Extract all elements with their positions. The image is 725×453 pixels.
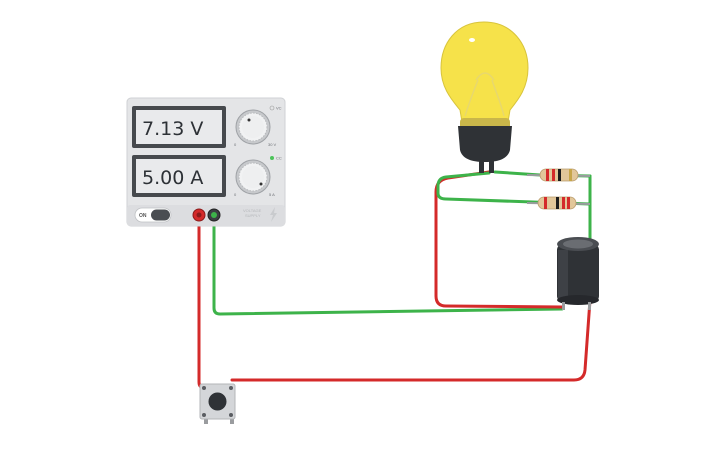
brand-line1: VOLTAGE (243, 208, 262, 213)
cc-indicator-light (270, 156, 274, 160)
vc-indicator-label: VC (276, 106, 282, 111)
power-supply: 7.13 V 5.00 A 0 30 V VC 0 5 A CC ON (126, 97, 286, 227)
resistor-top[interactable] (526, 168, 591, 182)
light-bulb-icon[interactable] (440, 21, 529, 173)
voltage-knob-max: 30 V (268, 142, 277, 147)
voltage-readout: 7.13 V (142, 118, 203, 140)
voltage-knob-min: 0 (234, 142, 237, 147)
wire-red-bulb-loop[interactable] (434, 170, 564, 309)
wire-red-supply-to-button[interactable] (197, 215, 207, 390)
wire-green-supply-to-capacitor[interactable] (212, 215, 564, 316)
current-knob-max: 5 A (269, 192, 275, 197)
wire-red-button-to-capacitor[interactable] (230, 298, 592, 382)
lightning-icon (270, 207, 277, 222)
vc-indicator-light (269, 105, 275, 111)
cc-indicator-label: CC (276, 156, 282, 161)
pushbutton-icon[interactable] (199, 383, 236, 424)
brand-line2: SUPPLY (245, 213, 261, 218)
power-switch-label: ON (139, 213, 147, 219)
capacitor-icon[interactable] (557, 237, 599, 310)
wire-green-bulb-to-resistor-bottom[interactable] (436, 171, 592, 206)
negative-terminal[interactable] (207, 208, 221, 222)
current-knob-min: 0 (234, 192, 237, 197)
resistor-bottom[interactable] (526, 196, 591, 210)
positive-terminal[interactable] (192, 208, 206, 222)
current-readout: 5.00 A (142, 167, 203, 189)
